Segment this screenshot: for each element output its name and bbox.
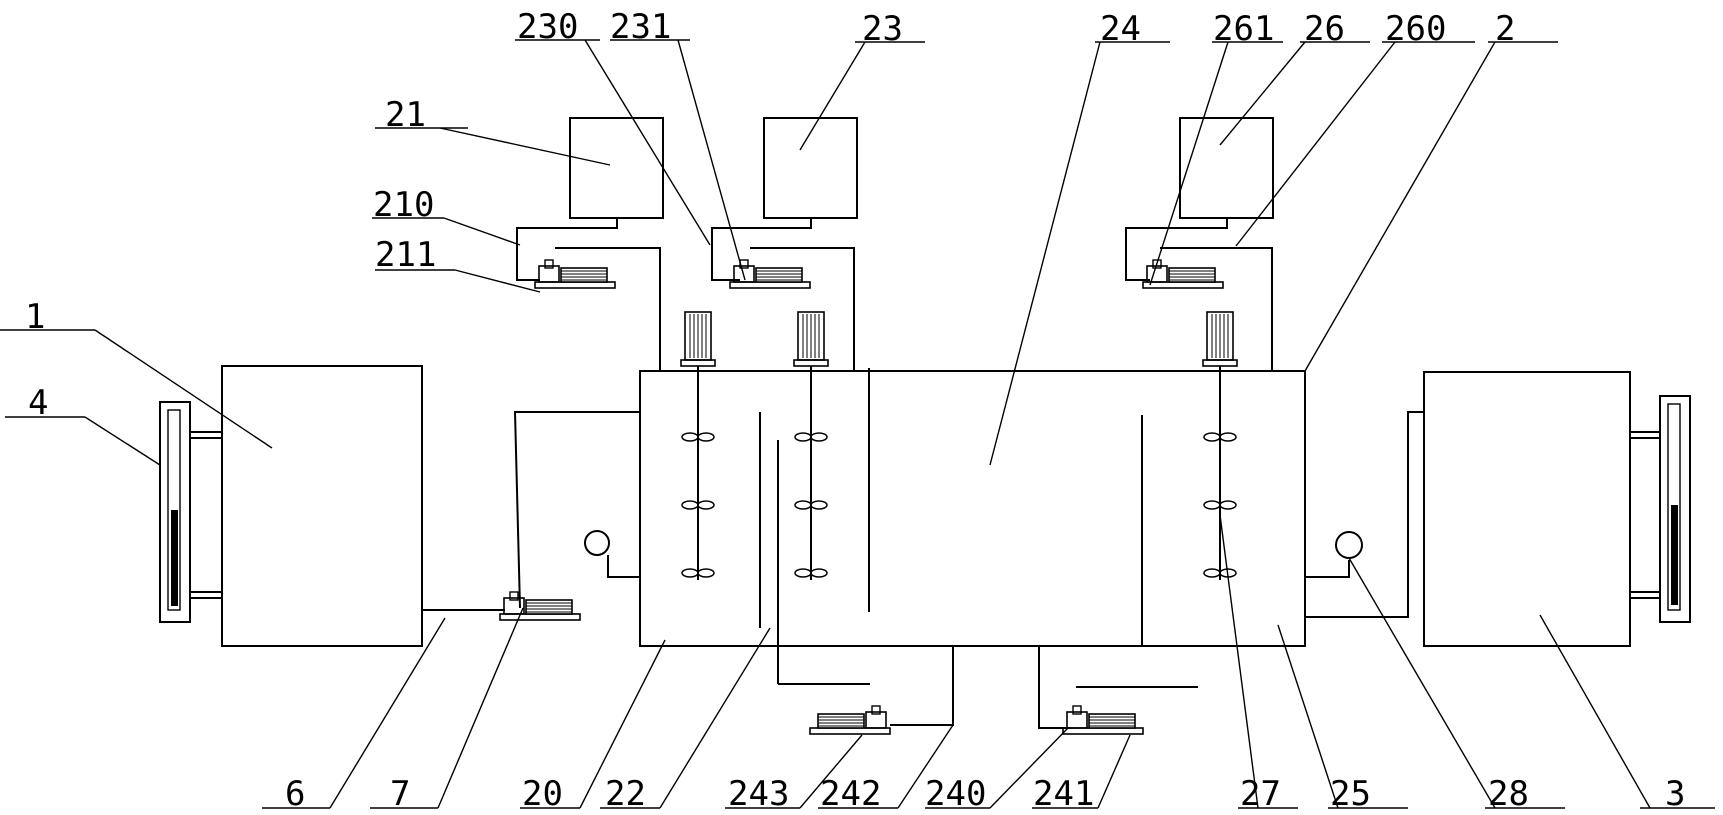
label-210: 210 — [373, 185, 434, 225]
agitator-motor-1 — [680, 311, 716, 367]
label-231: 231 — [610, 7, 671, 47]
label-260: 260 — [1385, 9, 1446, 49]
right-tank — [1423, 371, 1631, 647]
label-242: 242 — [820, 774, 881, 814]
label-24: 24 — [1100, 9, 1141, 49]
leader-lines — [0, 39, 1715, 809]
label-243: 243 — [728, 774, 789, 814]
label-2: 2 — [1495, 9, 1515, 49]
label-1: 1 — [25, 297, 45, 337]
label-28: 28 — [1488, 774, 1529, 814]
thermometer-left — [159, 401, 191, 623]
pump-261 — [1142, 259, 1224, 289]
dosing-box-26 — [1179, 117, 1274, 219]
agitator-shaft-2 — [794, 366, 828, 580]
label-26: 26 — [1304, 9, 1345, 49]
piping — [190, 218, 1660, 729]
label-22: 22 — [605, 774, 646, 814]
label-7: 7 — [390, 774, 410, 814]
dosing-box-21 — [569, 117, 664, 219]
agitator-motor-2 — [793, 311, 829, 367]
labels: 230 231 23 24 261 26 260 2 21 210 211 1 … — [25, 7, 1685, 814]
agitator-shaft-1 — [681, 366, 715, 580]
label-21: 21 — [385, 95, 426, 135]
left-tank — [221, 365, 423, 647]
main-reactor — [639, 370, 1306, 647]
pump-211 — [534, 259, 616, 289]
label-25: 25 — [1330, 774, 1371, 814]
pump-243 — [809, 705, 891, 735]
label-230: 230 — [517, 7, 578, 47]
thermometer-right — [1659, 395, 1691, 623]
label-4: 4 — [28, 383, 48, 423]
pump-241 — [1062, 705, 1144, 735]
label-20: 20 — [522, 774, 563, 814]
label-211: 211 — [375, 235, 436, 275]
agitator-shaft-3 — [1203, 366, 1237, 580]
pump-231 — [729, 259, 811, 289]
label-6: 6 — [285, 774, 305, 814]
reactor-partitions — [759, 368, 1143, 685]
agitator-motor-3 — [1202, 311, 1238, 367]
label-241: 241 — [1033, 774, 1094, 814]
label-23: 23 — [862, 9, 903, 49]
label-3: 3 — [1665, 774, 1685, 814]
pump-7 — [499, 591, 581, 621]
pressure-gauge-right — [1335, 531, 1363, 559]
label-261: 261 — [1213, 9, 1274, 49]
label-27: 27 — [1240, 774, 1281, 814]
label-240: 240 — [925, 774, 986, 814]
pressure-gauge-left — [584, 530, 610, 556]
